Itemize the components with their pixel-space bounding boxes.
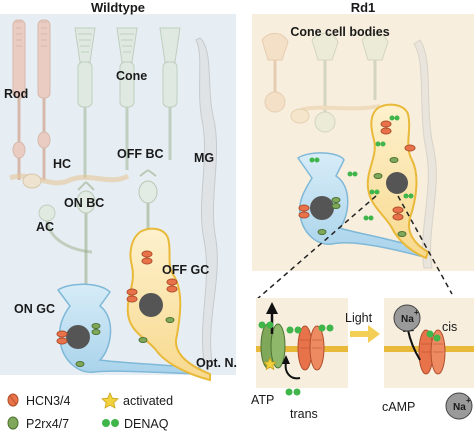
- label-ac: AC: [36, 220, 54, 234]
- on-bipolar-cell: [76, 181, 96, 285]
- rd1-p2rx-channels: [317, 157, 407, 237]
- wt-hcn-channels: [56, 250, 178, 345]
- label-trans: trans: [290, 407, 318, 421]
- label-camp: cAMP: [382, 400, 415, 414]
- legend-label-denaq: DENAQ: [124, 417, 169, 431]
- legend-item-denaq: DENAQ: [102, 417, 169, 431]
- label-light: Light: [345, 311, 373, 325]
- label-atp: ATP: [251, 393, 274, 407]
- legend-label-hcn: HCN3/4: [26, 394, 71, 408]
- sodium-ion-bottom: Na +: [445, 392, 473, 420]
- hcn-channel-dark: [297, 325, 325, 371]
- label-on-gc: ON GC: [14, 302, 55, 316]
- arrow-na-out: [407, 329, 421, 361]
- rd1-cone-cell-bodies: [261, 33, 437, 269]
- label-off-bc: OFF BC: [117, 147, 164, 161]
- na-sup-top: +: [414, 308, 419, 317]
- p2rx-channel-icon: [7, 416, 19, 430]
- legend: HCN3/4 P2rx4/7 activated DENAQ: [7, 392, 173, 431]
- off-bipolar-cell: [138, 169, 158, 232]
- label-off-gc: OFF GC: [162, 263, 209, 277]
- cone-cells: [74, 27, 181, 178]
- legend-item-p2rx: P2rx4/7: [7, 416, 69, 431]
- label-on-bc: ON BC: [64, 196, 104, 210]
- legend-label-p2rx: P2rx4/7: [26, 417, 69, 431]
- denaq-cis: [426, 330, 441, 342]
- rod-cells: [12, 19, 51, 180]
- legend-item-activated: activated: [101, 392, 173, 409]
- mechanism-inset-dark: ATP trans: [251, 298, 348, 421]
- wildtype-title: Wildtype: [91, 0, 145, 15]
- sodium-ion-top: Na +: [393, 304, 421, 332]
- label-opt-n: Opt. N.: [196, 356, 237, 370]
- label-hc: HC: [53, 157, 71, 171]
- na-sup-bottom: +: [466, 396, 471, 405]
- off-ganglion-cell: [126, 227, 211, 382]
- hcn-channel-light: [418, 329, 446, 375]
- rd1-denaq-molecules: [309, 115, 414, 221]
- legend-item-hcn: HCN3/4: [7, 393, 71, 408]
- rd1-hcn-channels: [298, 120, 416, 221]
- na-label-bottom: Na: [453, 402, 466, 413]
- rd1-panel-bg: [252, 14, 474, 271]
- mechanism-inset-light: Na + Na + cis cAMP: [382, 298, 474, 420]
- star-icon: [101, 392, 119, 409]
- p2rx-channel-dark: [260, 323, 286, 369]
- label-rod: Rod: [4, 87, 28, 101]
- na-label-top: Na: [401, 314, 414, 325]
- rd1-subtitle: Cone cell bodies: [290, 25, 389, 39]
- p2rx-star-icon: [263, 357, 277, 371]
- zoom-line-right: [397, 195, 453, 295]
- label-mg: MG: [194, 151, 214, 165]
- denaq-dark: [258, 321, 334, 396]
- muller-glia: [195, 37, 218, 363]
- wt-p2rx-channels: [75, 317, 175, 367]
- denaq-molecule-icon: [102, 419, 119, 427]
- label-cone: Cone: [116, 69, 147, 83]
- arrow-trans: [284, 361, 301, 380]
- rd1-title: Rd1: [351, 0, 376, 15]
- label-cis: cis: [442, 320, 457, 334]
- horizontal-cell: [9, 173, 130, 189]
- light-arrow: [350, 325, 380, 343]
- legend-label-activated: activated: [123, 394, 173, 408]
